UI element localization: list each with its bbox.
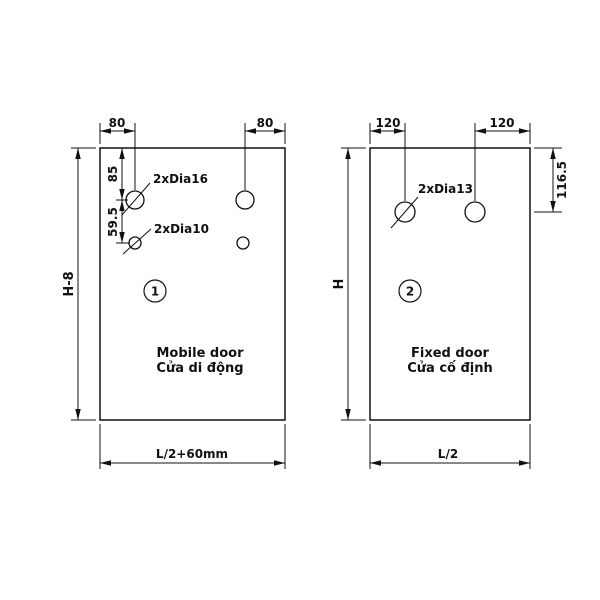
badge-number-2: 2 [406, 285, 414, 299]
dim-label-120-left: 120 [375, 116, 400, 130]
dim-label-height: H [332, 279, 347, 290]
panel-name-en: Mobile door [156, 346, 244, 361]
panel-name-vi: Cửa cố định [407, 361, 493, 376]
dim-label-59-5: 59.5 [106, 207, 120, 237]
hole-dia13-right [464, 201, 486, 223]
leader-dia10 [122, 228, 152, 255]
fixed-door-group: 2xDia13 120 120 H 116.5 2 Fixed door Cửa… [332, 116, 569, 469]
badge-circle-1 [143, 279, 167, 303]
dim-label-width: L/2+60mm [156, 447, 228, 461]
mobile-door-group: 2xDia16 2xDia10 80 80 H-8 85 59.5 1 Mobi… [62, 116, 286, 469]
dim-label-120-right: 120 [489, 116, 514, 130]
leader-dia13 [390, 196, 419, 229]
leader-dia16 [121, 182, 151, 216]
badge-number-1: 1 [151, 285, 159, 299]
dim-label-85: 85 [106, 166, 120, 183]
dim-label-80-left: 80 [109, 116, 126, 130]
hole-label-dia13: 2xDia13 [418, 182, 473, 196]
hole-label-dia16: 2xDia16 [153, 172, 208, 186]
dim-label-80-right: 80 [257, 116, 274, 130]
panel-name-en: Fixed door [411, 346, 490, 361]
panel-name-vi: Cửa di động [156, 361, 243, 376]
hole-dia10-right [236, 236, 250, 250]
hole-dia16-right [235, 190, 255, 210]
mobile-door-panel [99, 147, 286, 421]
dim-label-116-5: 116.5 [555, 161, 569, 199]
fixed-door-panel [369, 147, 531, 421]
dim-label-height: H-8 [62, 271, 77, 296]
badge-circle-2 [398, 279, 422, 303]
hole-label-dia10: 2xDia10 [154, 222, 209, 236]
dim-label-width: L/2 [438, 447, 458, 461]
